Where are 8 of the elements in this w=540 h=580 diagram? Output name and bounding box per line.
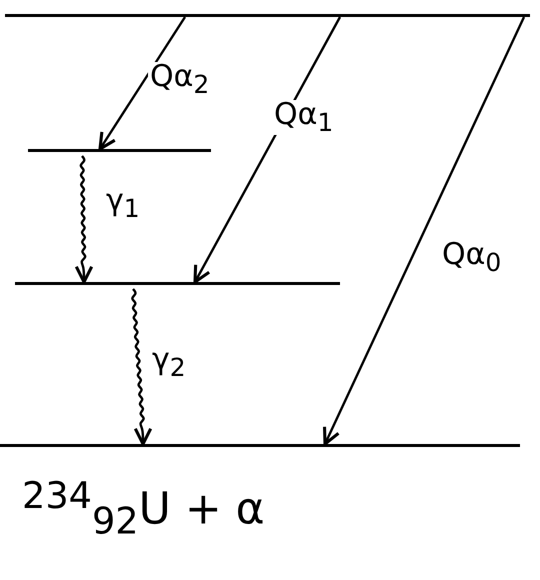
energy-level-line xyxy=(5,14,530,17)
wavy-arrow xyxy=(131,288,152,446)
energy-level-line xyxy=(15,282,340,285)
energy-level-line xyxy=(28,149,211,152)
arrow xyxy=(323,16,526,446)
arrow xyxy=(98,16,186,151)
energy-level-line xyxy=(0,444,520,447)
wavy-arrow xyxy=(74,155,94,284)
